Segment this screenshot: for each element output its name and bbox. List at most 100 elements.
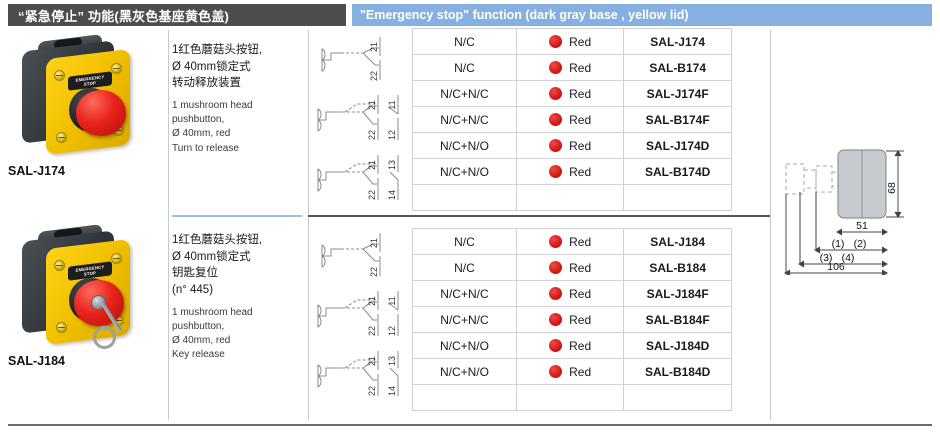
cell-contact: N/C+N/O	[412, 358, 517, 385]
cell-contact: N/C+N/C	[412, 306, 517, 333]
dimension-drawing-svg: 68 51 (1) (2) (3) (4)	[784, 149, 904, 277]
color-dot-icon	[549, 364, 563, 378]
table-row[interactable]: N/C Red SAL-B174	[412, 54, 732, 81]
cell-contact: N/C+N/O	[412, 132, 517, 159]
cell-code: SAL-B184D	[623, 358, 732, 385]
terminal-label: 22	[369, 71, 379, 81]
header-title-english: "Emergency stop" function (dark gray bas…	[360, 8, 689, 22]
cell-code: SAL-J184	[623, 228, 732, 255]
block-divider-blue	[172, 215, 302, 217]
block-divider-dark	[308, 215, 770, 217]
table-row[interactable]: N/C+N/C Red SAL-B184F	[412, 306, 732, 333]
terminal-label: 22	[369, 267, 379, 277]
label-line-2: STOP	[83, 80, 97, 87]
cell-color: Red	[515, 132, 625, 159]
terminal-label: 13	[387, 356, 397, 366]
color-label: Red	[569, 234, 592, 249]
color-label: Red	[569, 138, 592, 153]
color-dot-icon	[549, 60, 563, 74]
cell-contact: N/C	[412, 54, 517, 81]
contact-schematic-2c: 21 22 13 14	[317, 351, 399, 396]
header-bar-english: "Emergency stop" function (dark gray bas…	[352, 4, 932, 26]
cell-color: Red	[515, 28, 625, 55]
terminal-label: 22	[367, 386, 377, 396]
color-dot-icon	[549, 234, 563, 248]
cell-color: Red	[515, 54, 625, 81]
color-dot-icon	[549, 338, 563, 352]
description-chinese-2: 1红色蘑菇头按钮, Ø 40mm锁定式 钥匙复位 (n° 445)	[172, 234, 263, 297]
description-chinese-1: 1红色蘑菇头按钮, Ø 40mm锁定式 转动释放装置	[172, 44, 263, 90]
cell-empty	[412, 184, 517, 211]
table-row[interactable]: N/C+N/O Red SAL-J174D	[412, 132, 732, 159]
terminal-label: 21	[367, 356, 377, 366]
color-label: Red	[569, 34, 592, 49]
terminal-label: 14	[387, 190, 397, 200]
color-dot-icon	[549, 312, 563, 326]
table-row[interactable]: N/C+N/O Red SAL-B174D	[412, 158, 732, 185]
terminal-label: 21	[367, 100, 377, 110]
table-row[interactable]: N/C Red SAL-B184	[412, 254, 732, 281]
cell-color: Red	[515, 280, 625, 307]
terminal-label: 14	[387, 386, 397, 396]
spec-table-2-body: N/C Red SAL-J184 N/C Red SAL-B184 N/C+N/…	[412, 228, 732, 411]
cell-empty	[515, 184, 625, 211]
terminal-label: 22	[367, 130, 377, 140]
label-line-2: STOP	[83, 270, 97, 277]
column-divider-table	[770, 30, 771, 420]
table-row[interactable]: N/C+N/O Red SAL-J184D	[412, 332, 732, 359]
page-bottom-rule	[8, 424, 932, 426]
terminal-label: 22	[367, 326, 377, 336]
cell-empty	[623, 184, 732, 211]
terminal-label: 21	[367, 296, 377, 306]
screw-icon	[56, 322, 67, 333]
cell-code: SAL-B174D	[623, 158, 732, 185]
cell-code: SAL-B174F	[623, 106, 732, 133]
cell-color: Red	[515, 158, 625, 185]
color-dot-icon	[549, 286, 563, 300]
product-name-1: SAL-J174	[8, 164, 65, 178]
cell-code: SAL-J174	[623, 28, 732, 55]
product-block-1: EMERGENCY STOP SAL-J174	[8, 32, 164, 178]
cell-color: Red	[515, 306, 625, 333]
cell-color: Red	[515, 254, 625, 281]
cell-color: Red	[515, 106, 625, 133]
table-row[interactable]: N/C+N/C Red SAL-J174F	[412, 80, 732, 107]
cell-contact: N/C+N/C	[412, 280, 517, 307]
color-dot-icon	[549, 112, 563, 126]
dimension-ref-1: (1)	[832, 238, 845, 250]
color-label: Red	[569, 364, 592, 379]
table-row[interactable]: N/C Red SAL-J184	[412, 228, 732, 255]
table-row[interactable]: N/C Red SAL-J174	[412, 28, 732, 55]
table-row[interactable]: N/C+N/C Red SAL-J184F	[412, 280, 732, 307]
color-label: Red	[569, 260, 592, 275]
terminal-label: 21	[367, 160, 377, 170]
color-label: Red	[569, 60, 592, 75]
cell-color: Red	[515, 332, 625, 359]
cell-code: SAL-B184	[623, 254, 732, 281]
cell-code: SAL-J184F	[623, 280, 732, 307]
screw-icon	[56, 132, 67, 143]
description-english-1: 1 mushroom head pushbutton, Ø 40mm, red …	[172, 100, 253, 154]
cell-contact: N/C+N/O	[412, 158, 517, 185]
color-label: Red	[569, 338, 592, 353]
description-1: 1红色蘑菇头按钮, Ø 40mm锁定式 转动释放装置 1 mushroom he…	[172, 42, 304, 156]
header-title-chinese: “紧急停止” 功能(黑灰色基座黄色盖)	[18, 8, 230, 24]
table-row[interactable]: N/C+N/C Red SAL-B174F	[412, 106, 732, 133]
spec-table-1: N/C Red SAL-J174 N/C Red SAL-B174 N/C+N/…	[412, 28, 732, 211]
terminal-label: 22	[367, 190, 377, 200]
table-row-spacer	[412, 184, 732, 211]
color-label: Red	[569, 164, 592, 179]
cell-contact: N/C	[412, 228, 517, 255]
terminal-label: 12	[387, 130, 397, 140]
color-dot-icon	[549, 138, 563, 152]
table-row[interactable]: N/C+N/O Red SAL-B184D	[412, 358, 732, 385]
color-label: Red	[569, 86, 592, 101]
color-dot-icon	[549, 164, 563, 178]
color-label: Red	[569, 312, 592, 327]
terminal-label: 11	[387, 100, 397, 109]
dimension-drawing: 68 51 (1) (2) (3) (4)	[780, 140, 936, 277]
header-bar-chinese: “紧急停止” 功能(黑灰色基座黄色盖)	[8, 4, 346, 26]
terminal-label: 21	[369, 42, 379, 52]
spec-table-1-body: N/C Red SAL-J174 N/C Red SAL-B174 N/C+N/…	[412, 28, 732, 211]
color-label: Red	[569, 112, 592, 127]
